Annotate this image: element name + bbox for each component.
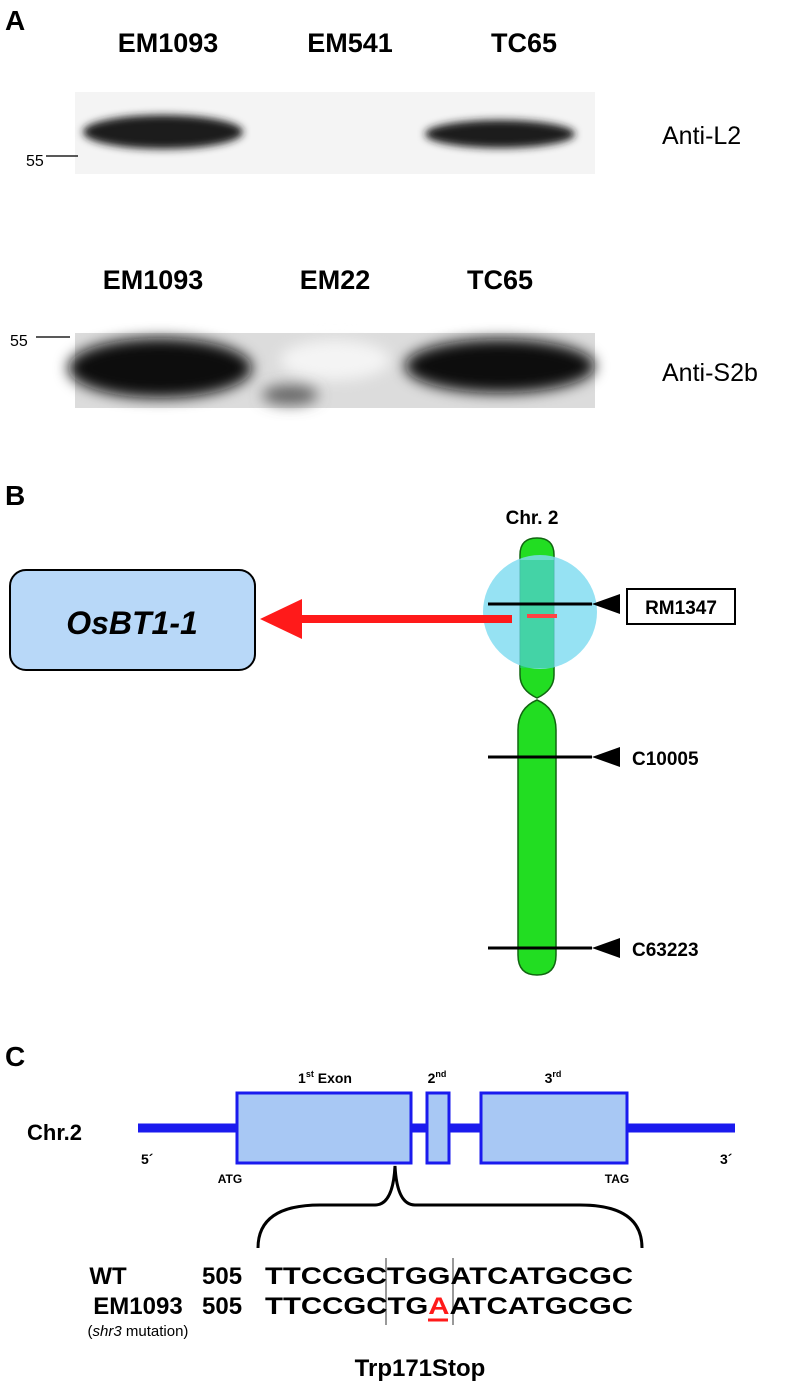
western-blot-2: EM1093 EM22 TC65 55 Anti-S2b [10, 265, 758, 408]
chromosome-long-arm [517, 699, 557, 976]
exon-3 [479, 1091, 629, 1165]
mutation-note: (shr3 mutation) [88, 1323, 189, 1340]
zoom-brace [256, 1165, 644, 1249]
lane-label: EM22 [300, 265, 371, 295]
mutated-base: A [428, 1293, 449, 1320]
western-blot-1: EM1093 EM541 TC65 55 Anti-L2 [26, 28, 741, 174]
protein-band [83, 115, 243, 149]
gene-structure [138, 1091, 735, 1165]
gene-arrowhead [260, 599, 302, 639]
start-codon-label: ATG [218, 1172, 242, 1186]
exon-1-label: 1st Exon [298, 1069, 352, 1086]
lane-label: EM1093 [118, 28, 219, 58]
chromosome-label: Chr. 2 [506, 508, 559, 529]
three-prime-label: 3´ [720, 1151, 733, 1167]
size-marker-label: 55 [26, 153, 44, 170]
marker-arrow [592, 938, 620, 958]
protein-band [405, 339, 595, 393]
marker-label: C63223 [632, 940, 699, 961]
antibody-label: Anti-S2b [662, 359, 758, 387]
marker-label: C10005 [632, 749, 699, 770]
protein-band [425, 120, 575, 148]
protein-band [68, 338, 252, 398]
marker-label: RM1347 [645, 598, 717, 619]
lane-label: TC65 [467, 265, 533, 295]
size-marker-label: 55 [10, 333, 28, 350]
gene-box [9, 569, 256, 671]
exon-2 [425, 1091, 451, 1165]
chrom-label: Chr.2 [27, 1120, 82, 1145]
panel-a-label: A [5, 5, 25, 36]
panel-c-label: C [5, 1041, 25, 1072]
exon-2-label: 2nd [428, 1069, 447, 1086]
lane-label: EM541 [307, 28, 393, 58]
seq-row-name: EM1093 [93, 1293, 182, 1320]
gene-name: OsBT1-1 [66, 605, 198, 641]
exon-3-label: 3rd [545, 1069, 562, 1086]
antibody-label: Anti-L2 [662, 122, 741, 150]
marker-arrow [592, 747, 620, 767]
seq-row-position: 505 [202, 1293, 242, 1320]
mutation-result: Trp171Stop [355, 1355, 486, 1382]
seq-row-name: WT [89, 1263, 127, 1290]
marker-arrow [592, 594, 620, 614]
five-prime-label: 5´ [141, 1151, 154, 1167]
exon-1 [235, 1091, 413, 1165]
lane-label: EM1093 [103, 265, 204, 295]
lane-label: TC65 [491, 28, 557, 58]
marker-box [626, 588, 736, 625]
seq-row-position: 505 [202, 1263, 242, 1290]
stop-codon-label: TAG [605, 1172, 629, 1186]
panel-b-label: B [5, 480, 25, 511]
